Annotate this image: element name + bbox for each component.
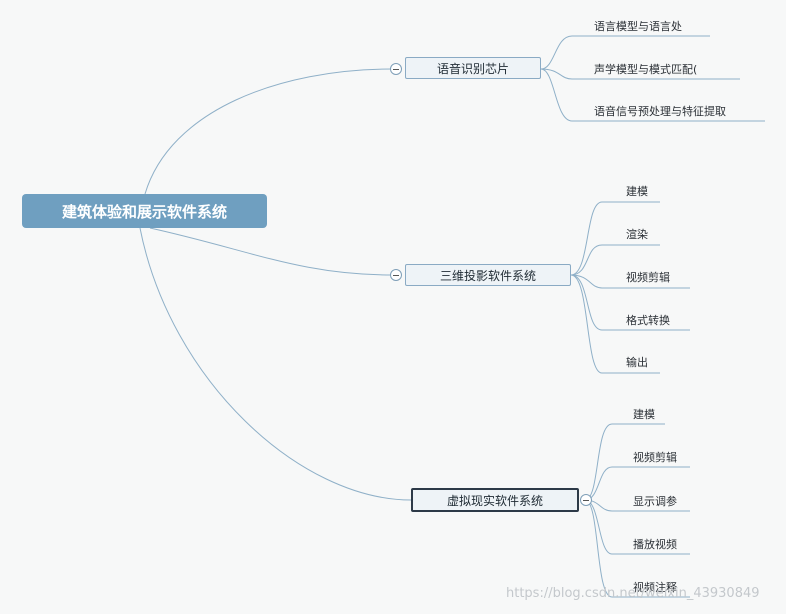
collapse-toggle-icon[interactable] bbox=[580, 494, 592, 506]
leaf-topic[interactable]: 建模 bbox=[633, 408, 655, 421]
link-root-branch-3 bbox=[139, 227, 412, 501]
leaf-topic[interactable]: 视频剪辑 bbox=[633, 451, 677, 464]
leaf-topic[interactable]: 格式转换 bbox=[626, 314, 670, 327]
collapse-toggle-icon[interactable] bbox=[390, 269, 402, 281]
root-topic[interactable]: 建筑体验和展示软件系统 bbox=[22, 194, 267, 228]
leaf-topic[interactable]: 显示调参 bbox=[633, 495, 677, 508]
branch-topic-vr-system[interactable]: 虚拟现实软件系统 bbox=[411, 488, 579, 512]
leaf-topic[interactable]: 播放视频 bbox=[633, 538, 677, 551]
link-root-branch-1 bbox=[144, 68, 393, 195]
leaf-topic[interactable]: 建模 bbox=[626, 185, 648, 198]
leaf-topic[interactable]: 语音信号预处理与特征提取 bbox=[594, 105, 726, 118]
leaf-topic[interactable]: 视频注释 bbox=[633, 581, 677, 594]
collapse-toggle-icon[interactable] bbox=[390, 63, 402, 75]
leaf-topic[interactable]: 声学模型与模式匹配( bbox=[594, 63, 698, 76]
leaf-topic[interactable]: 语言模型与语言处 bbox=[594, 20, 682, 33]
link-root-branch-2 bbox=[149, 227, 393, 276]
leaf-topic[interactable]: 输出 bbox=[626, 356, 648, 369]
watermark: https://blog.csdn.net/weixin_43930849 bbox=[506, 586, 760, 601]
branch-topic-projection-system[interactable]: 三维投影软件系统 bbox=[405, 264, 571, 286]
branch-topic-speech-chip[interactable]: 语音识别芯片 bbox=[405, 57, 541, 79]
leaf-topic[interactable]: 视频剪辑 bbox=[626, 271, 670, 284]
leaf-topic[interactable]: 渲染 bbox=[626, 228, 648, 241]
